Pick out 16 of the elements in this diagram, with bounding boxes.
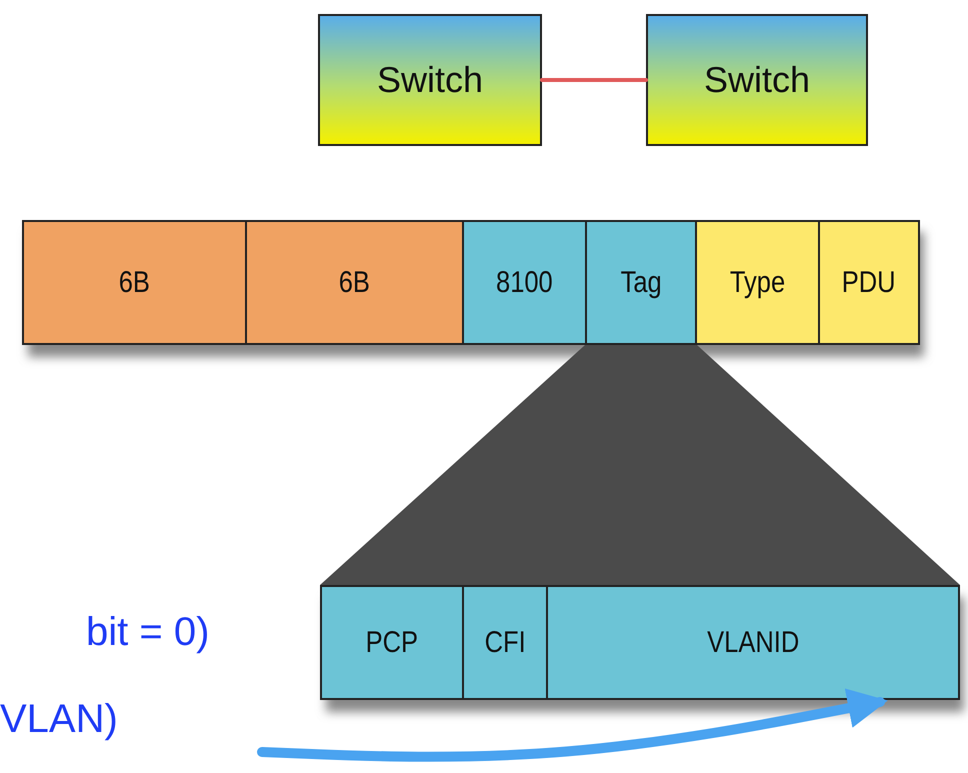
frame-field: 8100 xyxy=(462,220,587,345)
expansion-wedge xyxy=(320,345,960,585)
frame-field: Tag xyxy=(585,220,697,345)
frame-field: 6B xyxy=(22,220,247,345)
frame-field: CFI xyxy=(462,585,548,700)
switch-box: Switch xyxy=(318,14,542,146)
callout-text: VLAN) xyxy=(0,686,262,752)
frame-field: PDU xyxy=(818,220,920,345)
frame-field: PCP xyxy=(320,585,464,700)
frame-field: 6B xyxy=(245,220,464,345)
curved-arrow xyxy=(257,688,888,762)
frame-field: VLANID xyxy=(546,585,960,700)
link-line xyxy=(540,78,648,82)
callout-text: bit = 0) xyxy=(86,610,210,655)
frame-field: Type xyxy=(695,220,820,345)
switch-box: Switch xyxy=(646,14,868,146)
